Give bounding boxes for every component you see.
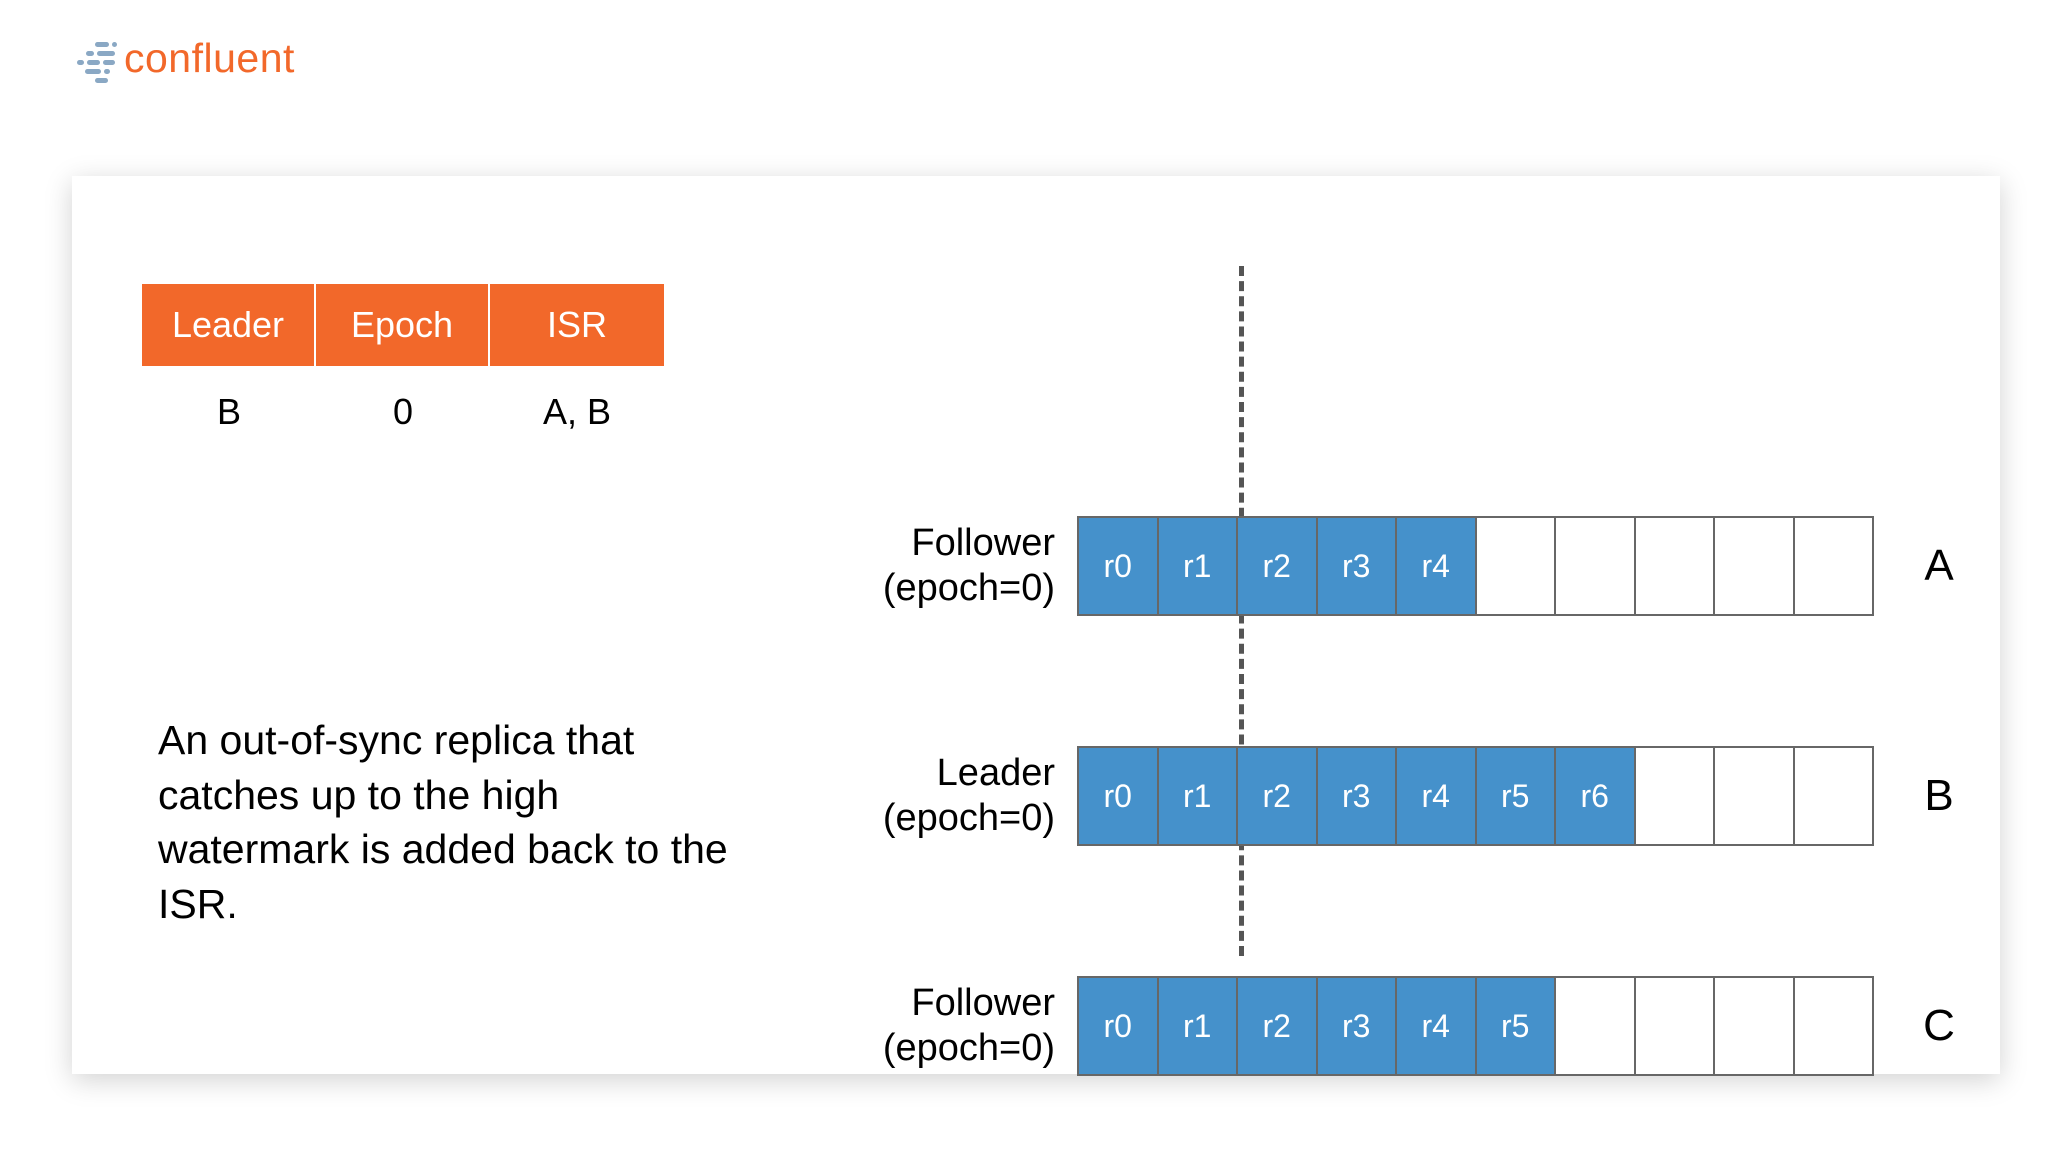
log-cell: r2 [1236,516,1318,616]
replica-log-diagram: Follower (epoch=0) r0 r1 r2 r3 r4 A Lead… [832,266,1955,1076]
log-cell: r4 [1395,976,1477,1076]
log-cell: r1 [1156,516,1238,616]
replica-row: Leader (epoch=0) r0 r1 r2 r3 r4 r5 r6 B [832,746,1964,846]
log-cell: r1 [1156,976,1238,1076]
replica-role-line1: Follower [911,982,1055,1025]
replica-role-line1: Follower [911,522,1055,565]
brand-wordmark: confluent [124,34,295,81]
replica-id-label: B [1924,771,1954,820]
log-cell: r3 [1315,976,1397,1076]
log-cell: r6 [1554,746,1636,846]
log-cell: r3 [1315,746,1397,846]
replica-role-line1: Leader [936,752,1055,795]
caption-text: An out-of-sync replica that catches up t… [158,717,728,927]
log-cell: r3 [1315,516,1397,616]
replica-role-label: Follower (epoch=0) [832,521,1077,611]
replica-log-c: r0 r1 r2 r3 r4 r5 [1077,976,1874,1076]
partition-metadata-table: Leader Epoch ISR B 0 A, B [142,284,664,438]
replica-log-b: r0 r1 r2 r3 r4 r5 r6 [1077,746,1874,846]
log-cell-empty [1713,746,1795,846]
metadata-value-leader: B [216,391,241,432]
confluent-logo-mark-icon [74,36,117,83]
metadata-header-row: Leader Epoch ISR [142,284,664,366]
log-cell-empty [1633,746,1715,846]
replica-row: Follower (epoch=0) r0 r1 r2 r3 r4 A [832,516,1964,616]
metadata-value-epoch: 0 [392,391,414,432]
log-cell-empty [1554,516,1636,616]
log-cell-empty [1792,746,1874,846]
log-cell: r2 [1236,746,1318,846]
log-cell-empty [1792,976,1874,1076]
log-cell: r4 [1395,746,1477,846]
log-cell-empty [1474,516,1556,616]
log-cell: r5 [1474,976,1556,1076]
log-cell: r1 [1156,746,1238,846]
log-cell: r0 [1077,976,1159,1076]
log-cell: r0 [1077,516,1159,616]
log-cell: r5 [1474,746,1556,846]
log-cell-empty [1633,516,1715,616]
metadata-value-row: B 0 A, B [142,386,664,438]
log-cell-empty [1792,516,1874,616]
replica-id-label: C [1923,1001,1955,1050]
log-cell-empty [1713,516,1795,616]
replica-role-line2: (epoch=0) [882,567,1055,609]
metadata-header-leader: Leader [142,284,316,366]
metadata-value-isr: A, B [542,391,612,432]
replica-log-a: r0 r1 r2 r3 r4 [1077,516,1874,616]
log-cell: r0 [1077,746,1159,846]
replica-id-label: A [1924,541,1954,590]
replica-role-label: Leader (epoch=0) [832,751,1077,841]
log-cell-empty [1713,976,1795,1076]
log-cell: r2 [1236,976,1318,1076]
log-cell-empty [1633,976,1715,1076]
replica-role-label: Follower (epoch=0) [832,981,1077,1071]
log-cell-empty [1554,976,1636,1076]
confluent-logo: confluent [74,34,295,83]
metadata-header-epoch: Epoch [316,284,490,366]
replica-role-line2: (epoch=0) [882,797,1055,839]
replica-row: Follower (epoch=0) r0 r1 r2 r3 r4 r5 C [832,976,1964,1076]
metadata-header-isr: ISR [490,284,664,366]
log-cell: r4 [1395,516,1477,616]
slide-card: Leader Epoch ISR B 0 A, B An out-of-sync… [72,176,2000,1076]
replica-role-line2: (epoch=0) [882,1027,1055,1069]
